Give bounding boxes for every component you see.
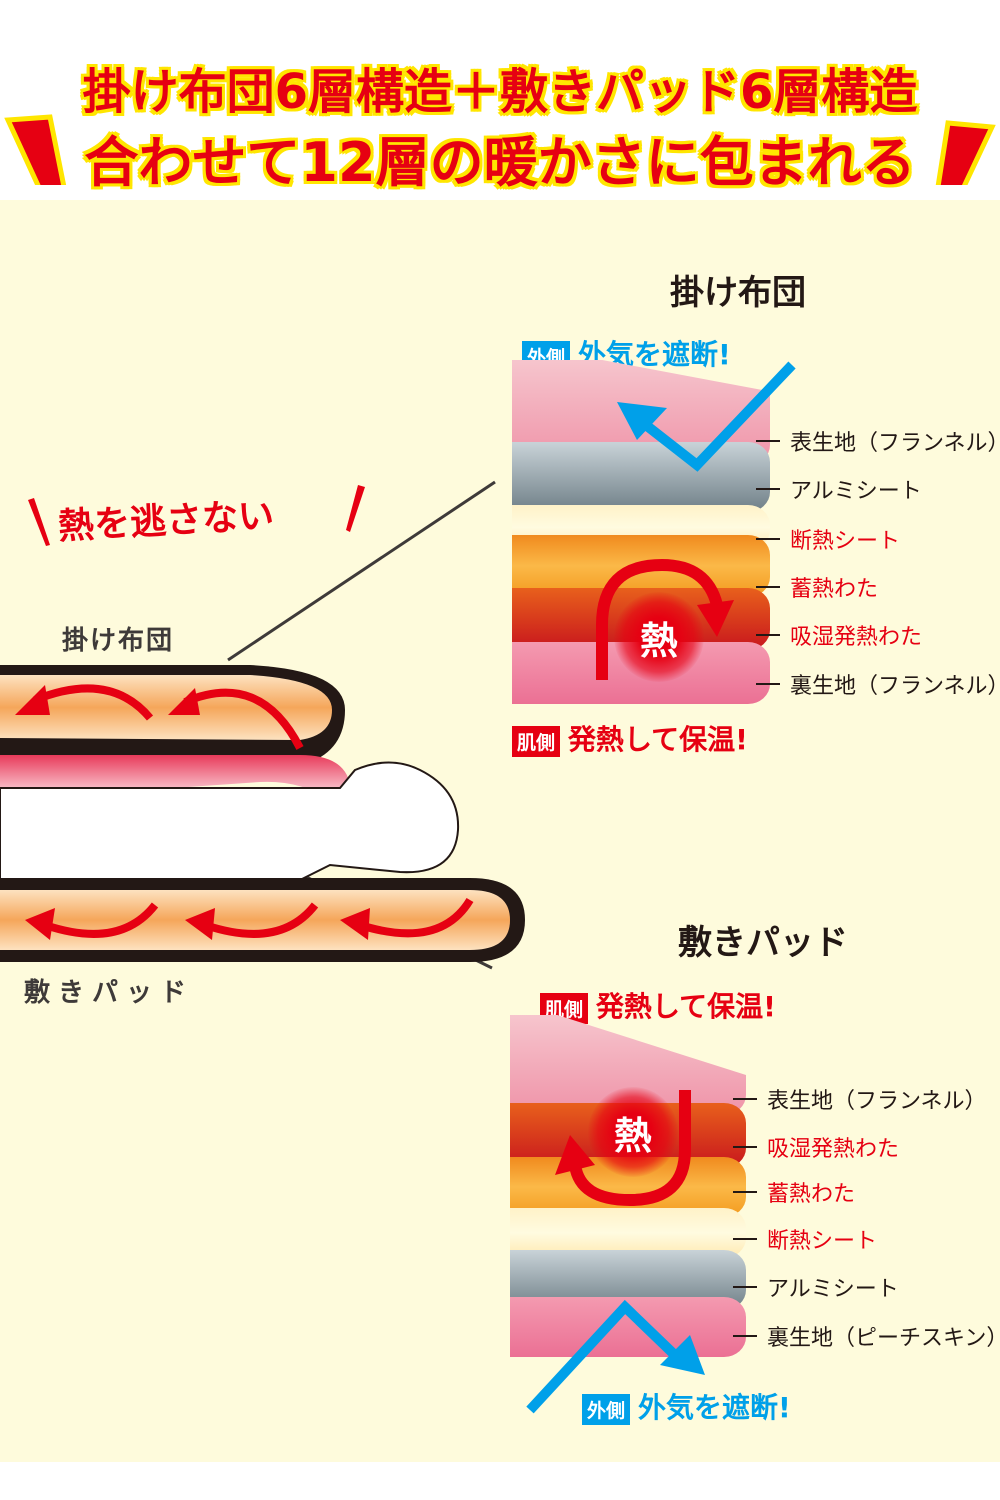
skin-tag: 肌側 [512,725,561,757]
comforter-title: 掛け布団 [670,273,806,313]
illustration-comforter-label: 掛け布団 [62,626,175,656]
layer-label: 吸湿発熱わた [733,1131,899,1163]
blue-arrow-head [617,402,667,440]
airflow-arrows [526,1090,705,1414]
layer-label: 蓄熱わた [733,1176,855,1208]
outer-text: 外気を遮断! [638,1391,791,1424]
headline-line1: 掛け布団6層構造＋敷きパッド6層構造 [82,64,918,120]
layer-label: 断熱シート [733,1223,877,1255]
inner-text: 発熱して保温! [568,723,748,756]
pad-outer-note: 外側外気を遮断! [582,1386,791,1426]
layer-insulation [510,1208,746,1258]
pad-title: 敷きパッド [678,923,848,963]
layer-label: アルミシート [733,1271,899,1303]
inner-text: 発熱して保温! [596,990,776,1023]
pad-layer-stack: 熱 [510,1015,750,1414]
layer-label: アルミシート [756,473,922,505]
comforter-layer-stack: 熱 [512,360,796,705]
comforter-inner-note: 肌側発熱して保温! [512,718,748,758]
headline-line2: 合わせて12層の暖かさに包まれる [84,131,916,194]
outer-tag: 外側 [582,1393,631,1425]
bed-illustration [0,480,525,970]
heat-badge: 熱 [588,1087,678,1177]
slogan-marks-decoration [28,485,365,546]
exclamation-marks-decoration [4,114,996,185]
airflow-arrows [596,361,796,680]
layer-label: 断熱シート [756,523,900,555]
layer-aluminum [512,442,770,512]
illustration-pad-label: 敷きパッド [24,978,195,1008]
layer-label: 表生地（フランネル） [733,1083,987,1115]
layer-label: 蓄熱わた [756,571,878,603]
layer-label: 裏生地（フランネル） [756,668,1000,700]
layer-label: 裏生地（ピーチスキン） [733,1320,1000,1352]
layer-label: 吸湿発熱わた [756,619,922,651]
heat-badge: 熱 [614,592,704,682]
layer-label: 表生地（フランネル） [756,425,1000,457]
